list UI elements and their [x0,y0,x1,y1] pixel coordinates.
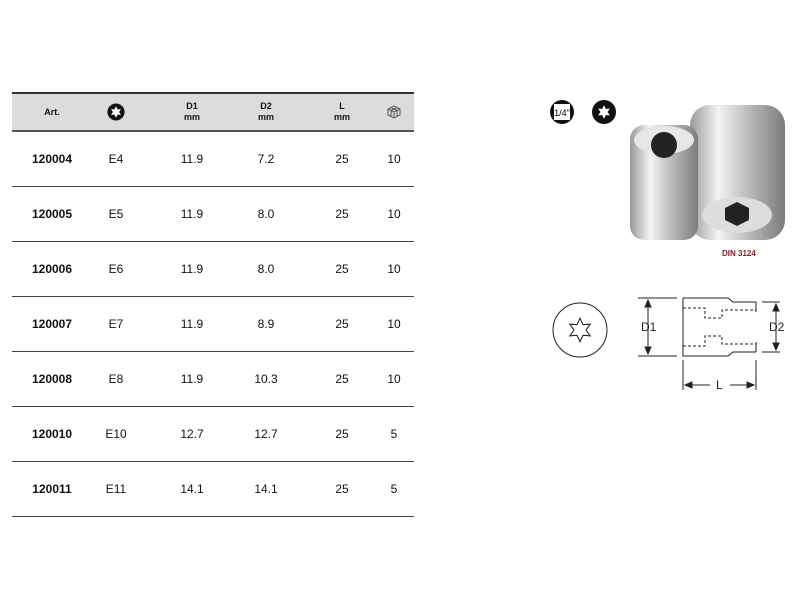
header-unit: mm [333,112,350,122]
table-row: 120008 E8 11.9 10.3 25 10 [12,352,414,407]
torx-profile-diagram [552,302,608,358]
cell-d2: 8.0 [257,262,275,276]
table-row: 120010 E10 12.7 12.7 25 5 [12,407,414,462]
cell-d1: 11.9 [180,372,204,386]
cell-d2: 14.1 [254,482,278,496]
cell-d2: 12.7 [254,427,278,441]
cell-length: 25 [335,372,349,386]
cell-pack-qty: 10 [387,372,401,386]
svg-text:1/4": 1/4" [554,108,570,118]
table-row: 120005 E5 11.9 8.0 25 10 [12,187,414,242]
cell-art-number: 120008 [31,372,73,386]
cell-art-number: 120010 [31,427,73,441]
socket-photo [630,105,785,240]
cell-d2: 7.2 [257,152,275,166]
drive-size-badge: 1/4" [550,100,574,124]
svg-text:D2: D2 [769,320,785,334]
table-row: 120011 E11 14.1 14.1 25 5 [12,462,414,517]
svg-text:L: L [716,378,723,392]
header-art: Art. [12,94,92,130]
cell-pack-qty: 5 [390,482,398,496]
table-row: 120006 E6 11.9 8.0 25 10 [12,242,414,297]
cell-torx-size: E10 [105,427,127,441]
cell-pack-qty: 10 [387,262,401,276]
cell-art-number: 120007 [31,317,73,331]
header-label: D1 [186,101,198,111]
cell-torx-size: E5 [108,207,124,221]
cell-d2: 8.0 [257,207,275,221]
cell-art-number: 120005 [31,207,73,221]
cell-pack-qty: 5 [390,427,398,441]
cell-torx-size: E4 [108,152,124,166]
cell-length: 25 [335,152,349,166]
cell-d1: 14.1 [180,482,204,496]
header-label: Art. [44,106,60,117]
cell-art-number: 120011 [32,482,72,496]
cell-d1: 11.9 [180,152,204,166]
cell-torx-size: E6 [108,262,124,276]
cell-d1: 11.9 [180,207,204,221]
cell-length: 25 [335,427,349,441]
cell-pack-qty: 10 [387,317,401,331]
cell-art-number: 120004 [31,152,73,166]
cell-art-number: 120006 [31,262,73,276]
package-icon [374,94,414,130]
table-row: 120004 E4 11.9 7.2 25 10 [12,132,414,187]
cell-torx-size: E11 [105,482,127,496]
cell-length: 25 [335,317,349,331]
cell-pack-qty: 10 [387,152,401,166]
cell-d1: 11.9 [180,317,204,331]
dimension-diagram: D1 D2 L [638,297,785,392]
header-unit: mm [183,112,200,122]
cell-torx-size: E7 [108,317,124,331]
cell-length: 25 [335,482,349,496]
torx-badge-icon [592,100,616,124]
cell-d2: 8.9 [257,317,275,331]
torx-icon [84,94,148,130]
header-unit: mm [257,112,274,122]
cell-length: 25 [335,262,349,276]
header-label: D2 [260,101,272,111]
header-label: L [339,101,345,111]
cell-pack-qty: 10 [387,207,401,221]
cell-d1: 11.9 [180,262,204,276]
product-illustration: 1/4" D1 D2 L [550,100,785,392]
standard-label: DIN 3124 [722,249,756,258]
cell-d1: 12.7 [180,427,204,441]
cell-length: 25 [335,207,349,221]
cell-d2: 10.3 [254,372,278,386]
svg-text:D1: D1 [641,320,657,334]
cell-torx-size: E8 [108,372,124,386]
table-row: 120007 E7 11.9 8.9 25 10 [12,297,414,352]
